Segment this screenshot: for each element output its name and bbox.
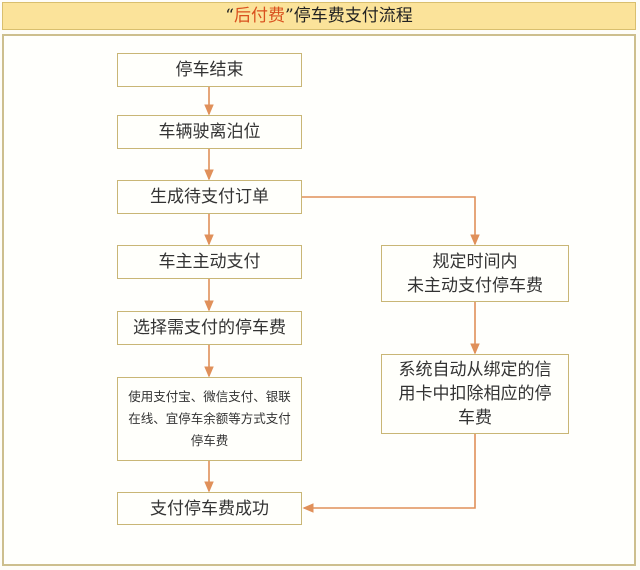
step-label: 车辆驶离泊位 [158, 122, 261, 142]
step-label: 选择需支付的停车费 [133, 318, 286, 338]
diagram-title: “后付费”停车费支付流程 [2, 2, 636, 30]
step-label: 车主主动支付 [158, 252, 261, 272]
title-close-quote: ” [285, 6, 294, 26]
step-select-fee: 选择需支付的停车费 [117, 311, 302, 345]
title-rest: 停车费支付流程 [293, 6, 413, 26]
step-label: 使用支付宝、微信支付、银联在线、宜停车余额等方式支付停车费 [128, 389, 291, 448]
step-label-line2: 未主动支付停车费 [407, 275, 543, 296]
step-timeout-unpaid: 规定时间内 未主动支付停车费 [381, 245, 569, 302]
step-auto-deduct: 系统自动从绑定的信用卡中扣除相应的停车费 [381, 354, 569, 434]
step-parking-end: 停车结束 [117, 53, 302, 87]
step-label: 停车结束 [175, 60, 244, 80]
title-open-quote: “ [225, 6, 234, 26]
title-highlight: 后付费 [234, 6, 285, 26]
step-owner-pay: 车主主动支付 [117, 245, 302, 279]
step-label-line1: 规定时间内 [432, 251, 518, 272]
step-generate-order: 生成待支付订单 [117, 180, 302, 214]
step-payment-success: 支付停车费成功 [117, 492, 302, 525]
step-label: 生成待支付订单 [150, 187, 269, 207]
step-label: 系统自动从绑定的信用卡中扣除相应的停车费 [398, 360, 552, 428]
step-vehicle-leave: 车辆驶离泊位 [117, 115, 302, 149]
step-payment-methods: 使用支付宝、微信支付、银联在线、宜停车余额等方式支付停车费 [117, 377, 302, 461]
step-label: 支付停车费成功 [150, 498, 269, 519]
